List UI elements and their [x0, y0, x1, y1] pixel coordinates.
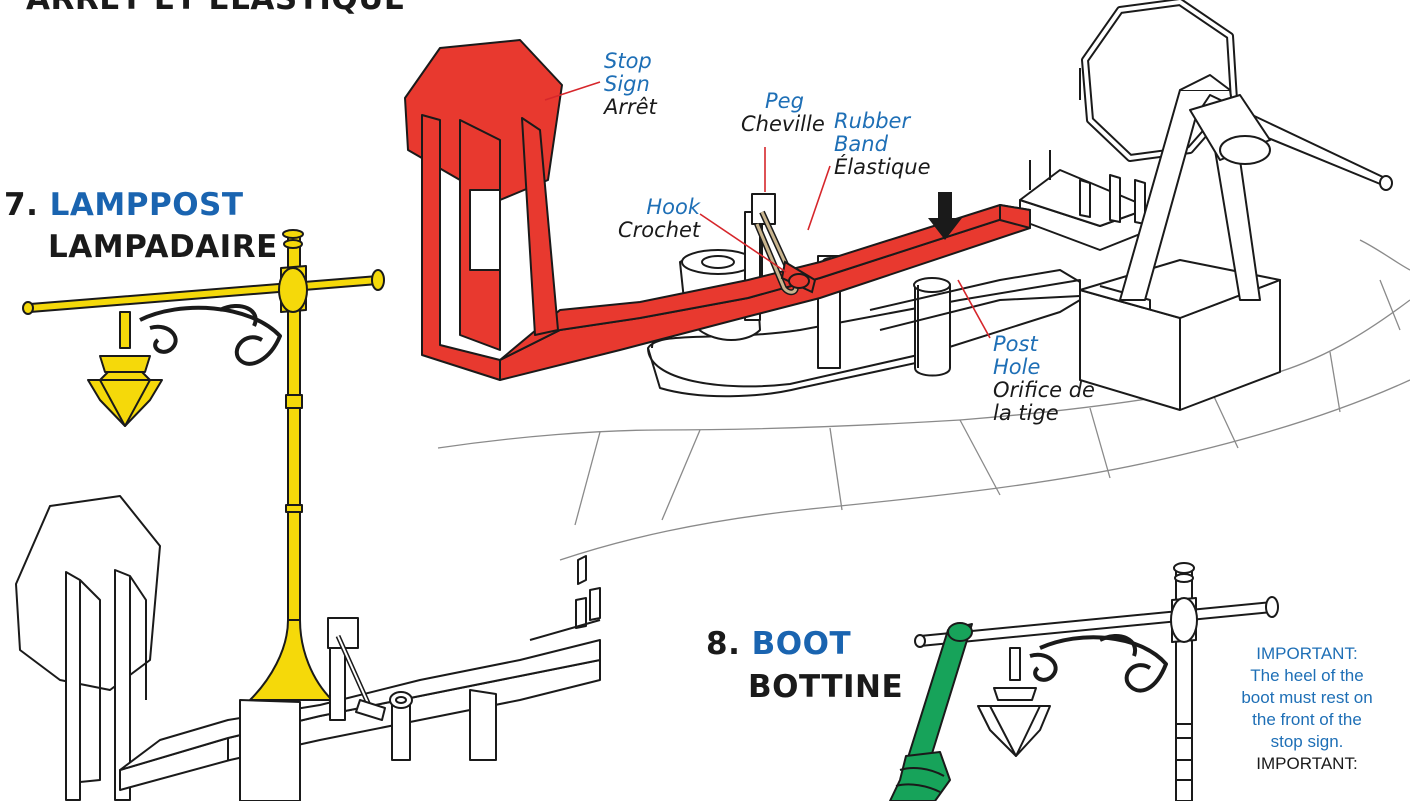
- step-8-heading: 8. BOOT: [706, 627, 851, 661]
- label-rubber-band-en-1: Rubber: [834, 109, 911, 133]
- down-arrow-icon: [928, 192, 962, 240]
- label-peg: Peg Cheville: [741, 90, 825, 136]
- step-7-number: 7.: [4, 187, 39, 223]
- lamppost-piece: [22, 229, 385, 701]
- boot-piece: [889, 622, 973, 801]
- label-post-hole-en-2: Hole: [993, 355, 1041, 379]
- hook: [780, 260, 817, 294]
- step-8-title-en: BOOT: [751, 626, 852, 662]
- note-line-3: boot must rest on: [1241, 688, 1373, 707]
- note-line-1: IMPORTANT:: [1256, 644, 1358, 663]
- label-hook-en: Hook: [646, 195, 700, 219]
- label-stop-sign-en-2: Sign: [604, 72, 650, 96]
- label-rubber-band: Rubber Band Élastique: [834, 110, 931, 179]
- background-mechanism: [1019, 0, 1393, 411]
- label-post-hole: Post Hole Orifice de la tige: [993, 333, 1095, 425]
- label-rubber-band-fr: Élastique: [834, 155, 931, 179]
- bottom-assembly: [15, 495, 601, 801]
- boot-lamppost-assembly: [914, 562, 1279, 801]
- important-note: IMPORTANT: The heel of the boot must res…: [1212, 643, 1402, 775]
- step-8-number: 8.: [706, 626, 741, 662]
- step-8-title-fr: BOTTINE: [748, 669, 904, 705]
- game-board-outline: [437, 239, 1410, 561]
- label-stop-sign: Stop Sign Arrêt: [604, 50, 657, 119]
- label-hook: Hook Crochet: [618, 196, 700, 242]
- label-post-hole-fr-1: Orifice de: [993, 378, 1095, 402]
- cut-heading-text: ARRÊT ET ÉLASTIQUE: [26, 0, 406, 17]
- label-peg-en: Peg: [765, 89, 804, 113]
- stop-sign-piece: [404, 39, 1031, 381]
- label-rubber-band-en-2: Band: [834, 132, 888, 156]
- label-stop-sign-en-1: Stop: [604, 49, 652, 73]
- note-fr-line-1: IMPORTANT:: [1256, 754, 1358, 773]
- label-post-hole-en-1: Post: [993, 332, 1038, 356]
- note-line-2: The heel of the: [1250, 666, 1364, 685]
- step-7-title-fr: LAMPADAIRE: [48, 229, 278, 265]
- label-stop-sign-fr: Arrêt: [604, 95, 657, 119]
- cut-heading: ARRÊT ET ÉLASTIQUE: [26, 0, 406, 16]
- note-line-4: the front of the: [1252, 710, 1362, 729]
- label-hook-fr: Crochet: [618, 218, 701, 242]
- label-peg-fr: Cheville: [741, 112, 825, 136]
- step-7-heading: 7. LAMPPOST: [4, 188, 244, 222]
- step-7-title-en: LAMPPOST: [49, 187, 244, 223]
- leader-lines: [544, 81, 991, 339]
- note-line-5: stop sign.: [1270, 732, 1344, 751]
- label-post-hole-fr-2: la tige: [993, 401, 1059, 425]
